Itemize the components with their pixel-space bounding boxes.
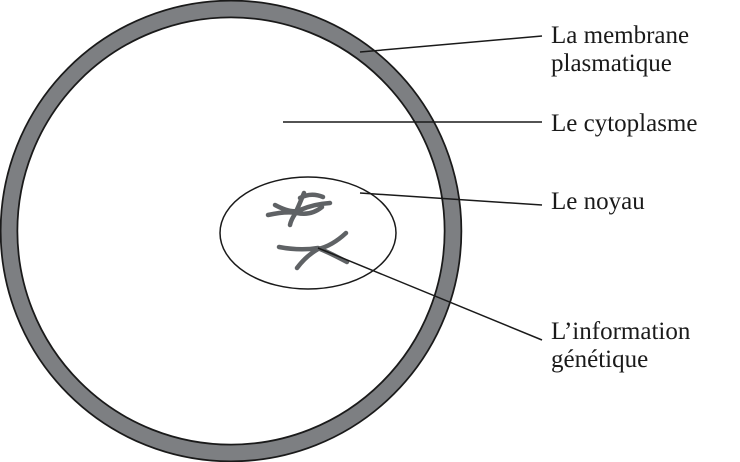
label-membrane: La membrane plasmatique [551,22,689,78]
pointer-dna [317,247,543,341]
label-cytoplasm: Le cytoplasme [551,110,698,137]
nucleus-ellipse [219,176,397,290]
pointer-lines [283,35,543,341]
label-membrane-line1: La membrane [551,22,690,49]
chromosome-4 [297,192,326,201]
label-dna-line1: L’information [551,318,691,345]
label-dna-line2: génétique [551,346,649,373]
pointer-membrane [359,35,543,53]
label-nucleus: Le noyau [551,188,645,215]
label-genetic-information: L’information génétique [551,318,690,374]
chromosome-6 [294,230,349,271]
label-membrane-line2: plasmatique [551,50,672,77]
membrane-fill [1,1,461,461]
chromosome-1 [272,200,333,214]
pointer-nucleus [359,192,543,206]
